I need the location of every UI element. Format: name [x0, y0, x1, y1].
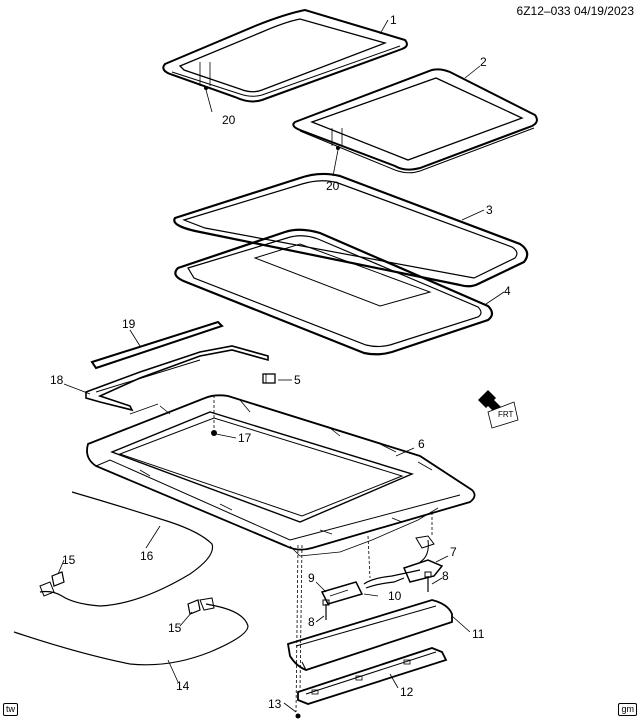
- part-20-marker-lower: [331, 128, 343, 150]
- callout-8-upper: 8: [442, 569, 449, 583]
- callout-13: 13: [268, 697, 282, 711]
- callout-7: 7: [450, 545, 457, 559]
- corner-mark-gm: gm: [618, 703, 637, 716]
- part-8-screw-lower: [322, 599, 330, 620]
- diagram-header: 6Z12–033 04/19/2023: [517, 4, 634, 18]
- callout-12: 12: [400, 685, 414, 699]
- part-11-sunshade: [286, 599, 453, 671]
- diagram-code: 6Z12–033: [516, 4, 571, 18]
- callout-labels: 1 2 20 20 3 4 19 5 18 17 6 7 8 9 10 8 11…: [50, 13, 511, 711]
- part-9-bracket: [320, 581, 364, 605]
- diagram-date: 04/19/2023: [573, 4, 634, 18]
- callout-2: 2: [480, 55, 487, 69]
- part-14-drain-hose: [13, 597, 249, 666]
- corner-mark-tw: tw: [3, 703, 18, 716]
- front-direction-label: FRT: [498, 410, 514, 419]
- callout-18: 18: [50, 373, 64, 387]
- callout-10: 10: [388, 589, 402, 603]
- callout-15-lower: 15: [168, 621, 182, 635]
- callout-19: 19: [122, 317, 136, 331]
- part-16-drain-hose: [39, 491, 214, 607]
- part-20-marker-upper: [199, 62, 211, 90]
- callout-20b: 20: [326, 179, 340, 193]
- part-15-clip-upper: [51, 571, 65, 587]
- part-19-deflector-strip: [90, 320, 224, 370]
- part-18-wind-deflector: [85, 345, 269, 412]
- leader-lines: [57, 19, 505, 713]
- callout-16: 16: [140, 549, 154, 563]
- callout-4: 4: [504, 284, 511, 298]
- part-10-cable: [363, 569, 421, 589]
- callout-11: 11: [472, 627, 485, 641]
- alignment-lines: [295, 512, 433, 713]
- callout-5: 5: [294, 373, 301, 387]
- callout-3: 3: [486, 203, 493, 217]
- part-17-fastener: [211, 395, 217, 436]
- part-3-seal: [173, 172, 529, 288]
- part-6-sunroof-housing: [86, 394, 476, 557]
- part-5-clip: [262, 373, 276, 384]
- part-1-glass-frame: [162, 8, 408, 103]
- callout-17: 17: [238, 431, 252, 445]
- part-8-screw-upper: [424, 571, 432, 592]
- part-4-seal: [174, 228, 494, 356]
- part-7-motor: [402, 535, 444, 583]
- part-15-clip-lower: [187, 599, 201, 615]
- callout-9: 9: [308, 571, 315, 585]
- callout-20a: 20: [222, 113, 236, 127]
- callout-14: 14: [176, 679, 190, 693]
- callout-1: 1: [390, 13, 397, 27]
- part-12-rail: [297, 647, 448, 705]
- callout-8-lower: 8: [308, 615, 315, 629]
- front-direction-arrow: FRT: [478, 390, 519, 429]
- callout-6: 6: [418, 437, 425, 451]
- callout-15-upper: 15: [62, 553, 76, 567]
- part-13-fastener: [295, 713, 301, 719]
- part-2-glass-panel: [292, 68, 538, 174]
